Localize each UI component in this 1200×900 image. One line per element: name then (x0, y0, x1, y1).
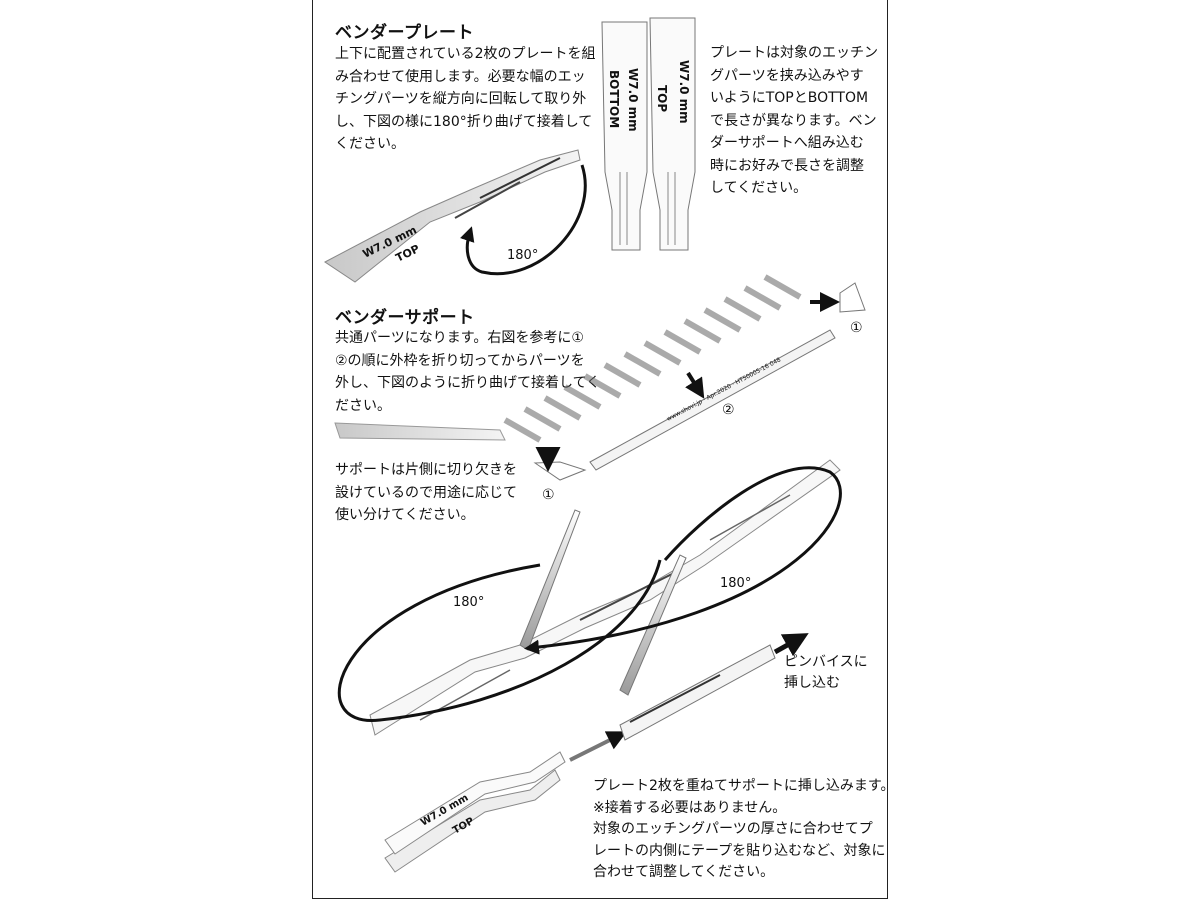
top-width-label: W7.0 mm (677, 60, 691, 124)
angle-label-2: 180° (453, 595, 484, 610)
bottom-width-label: W7.0 mm (626, 68, 640, 132)
angle-label-3: 180° (720, 576, 751, 591)
top-label: TOP (655, 85, 669, 112)
insert-note: プレート2枚を重ねてサポートに挿し込みます。 ※接着する必要はありません。 対象… (593, 778, 895, 880)
plate-insertion: W7.0 mm TOP (384, 633, 809, 873)
instruction-sheet (312, 0, 888, 899)
bottom-label: BOTTOM (607, 70, 621, 128)
assembled-bender: 180° 180° (337, 459, 842, 736)
pin-vise-note: ピンバイスに 挿し込む (784, 654, 868, 691)
folded-plate: W7.0 mm TOP 180° (324, 149, 587, 283)
bender-plate-body: 上下に配置されている2枚のプレートを組 み合わせて使用します。必要な幅のエッ チ… (335, 46, 596, 152)
bender-plate-side-note: プレートは対象のエッチン グパーツを挟み込みやす いようにTOPとBOTTOM … (710, 45, 878, 196)
angle-label-1: 180° (507, 248, 538, 263)
bottom-plate: BOTTOM W7.0 mm (601, 21, 648, 251)
bender-support-heading: ベンダーサポート (335, 308, 475, 328)
step-1-marker-bottom: ① (542, 487, 555, 503)
bender-plate-heading: ベンダープレート (335, 23, 474, 43)
step-2-marker: ② (722, 402, 735, 418)
support-fret: www.shovi.jp · Apr.2020 · HT50005-16 048… (334, 274, 866, 503)
bender-support-body: 共通パーツになります。右図を参考に① ②の順に外枠を折り切ってからパーツを 外し… (335, 330, 601, 414)
notch-note: サポートは片側に切り欠きを 設けているので用途に応じて 使い分けてください。 (335, 462, 517, 523)
step-1-marker-top: ① (850, 320, 863, 336)
top-plate: TOP W7.0 mm (649, 17, 696, 251)
